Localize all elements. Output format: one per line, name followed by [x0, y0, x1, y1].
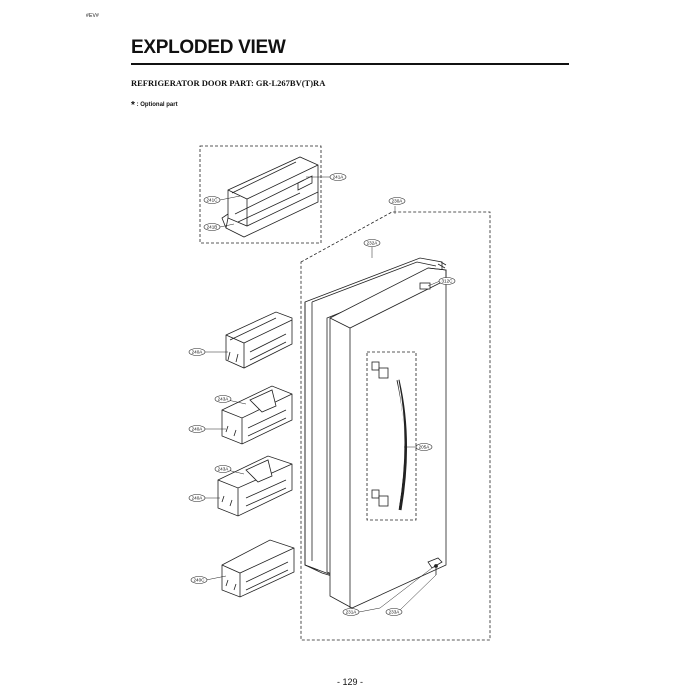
- door-bin-4: [221, 539, 295, 598]
- handle-group-box: [366, 351, 417, 521]
- door-basket-upper: [221, 156, 319, 238]
- callout-241b: 241B: [207, 225, 218, 230]
- callout-231a: 231A: [346, 610, 358, 615]
- optional-note-text: : Optional part: [136, 102, 178, 108]
- callout-240a-1: 240A: [192, 350, 204, 355]
- callout-243a-2: 243A: [218, 467, 230, 472]
- callout-205a: 205A: [419, 445, 431, 450]
- optional-star: *: [131, 100, 135, 111]
- callout-312c: 312C: [442, 279, 454, 284]
- door-group-box: [300, 211, 491, 641]
- callout-230a: 230A: [392, 199, 404, 204]
- callout-233a: 233A: [389, 610, 401, 615]
- callout-240a-2: 240A: [192, 427, 204, 432]
- hinge-part: [427, 557, 443, 575]
- corner-code: #EV#: [86, 13, 100, 19]
- callout-241a: 241A: [333, 175, 345, 180]
- callout-241c: 241C: [207, 198, 219, 203]
- door-panel: [329, 261, 447, 609]
- title-rule: [131, 63, 569, 65]
- top-basket-group-box: [199, 145, 322, 244]
- door-bin-1: [225, 311, 293, 369]
- callout-243a-1: 243A: [218, 397, 230, 402]
- page-title: EXPLODED VIEW: [131, 37, 286, 58]
- page-number: - 129 -: [336, 677, 363, 687]
- callout-232a: 232A: [367, 241, 379, 246]
- callout-240c: 240C: [194, 578, 206, 583]
- door-bin-2: [221, 385, 293, 445]
- optional-part-note: * : Optional part: [131, 98, 178, 111]
- door-handle: [371, 361, 407, 511]
- door-bin-3: [217, 455, 293, 517]
- page-subtitle: REFRIGERATOR DOOR PART: GR-L267BV(T)RA: [131, 78, 326, 88]
- callout-240a-3: 240A: [192, 496, 204, 501]
